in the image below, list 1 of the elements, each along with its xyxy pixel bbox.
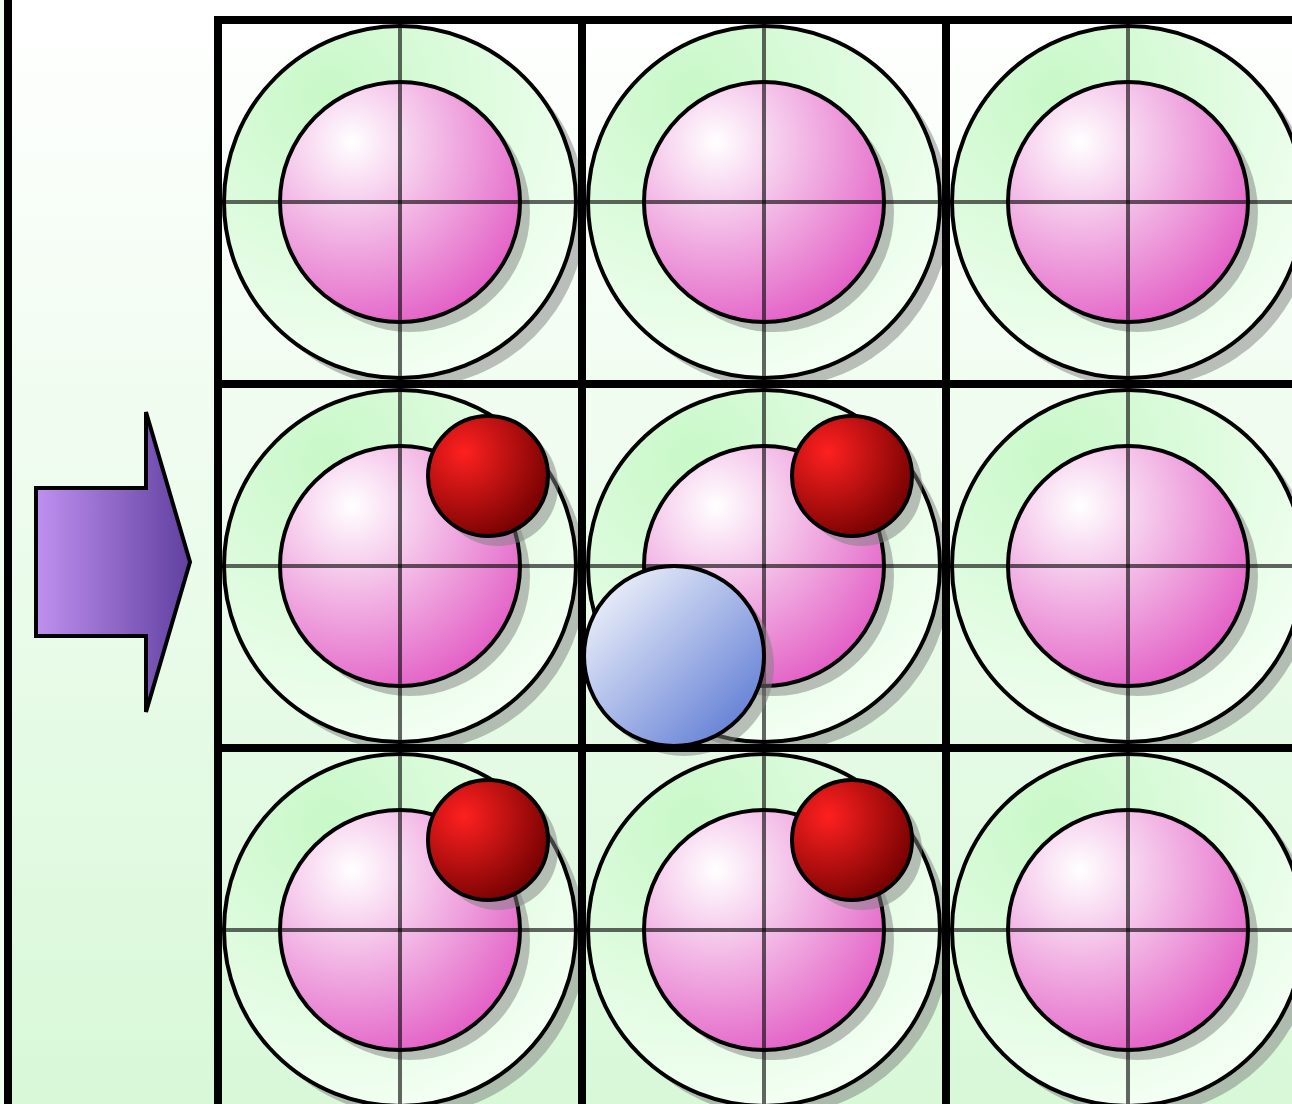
block-arrow [34,410,193,714]
